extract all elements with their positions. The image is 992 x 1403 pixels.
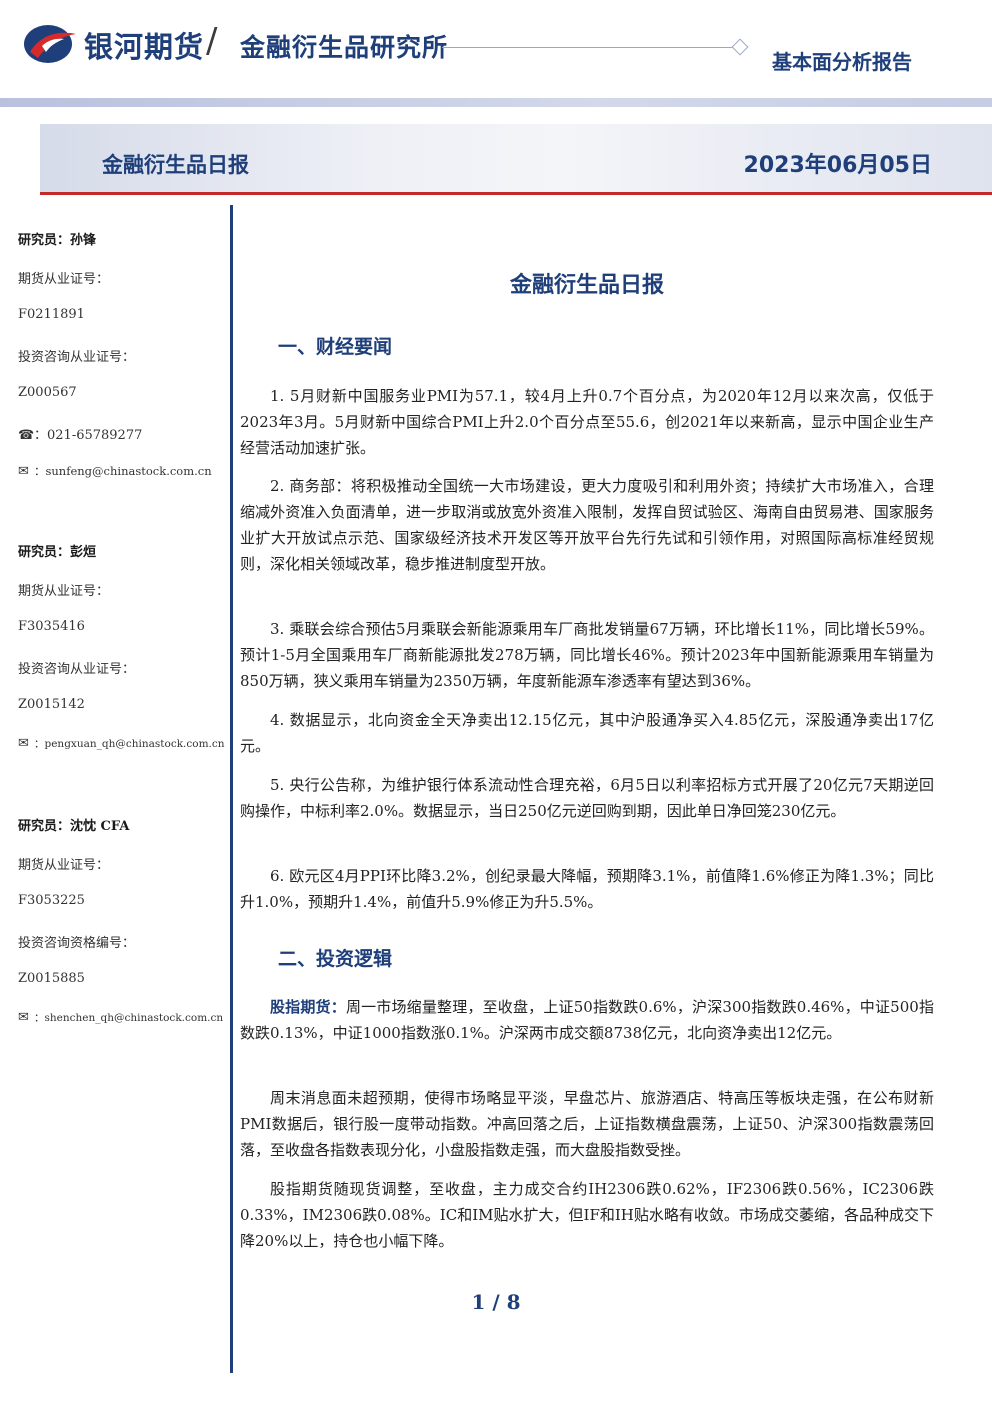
consult-cert-label: 投资咨询从业证号： xyxy=(18,350,136,365)
email-address[interactable]: ：pengxuan_qh@chinastock.com.cn xyxy=(34,738,225,750)
phone-row: ☎：021-65789277 xyxy=(18,424,142,443)
news-item: 2. 商务部：将积极推动全国统一大市场建设，更大力度吸引和利用外资；持续扩大市场… xyxy=(240,477,934,573)
brand-name: 银河期货 xyxy=(84,30,205,64)
logic-paragraph: 股指期货：周一市场缩量整理，至收盘，上证50指数跌0.6%，沪深300指数跌0.… xyxy=(240,994,934,1046)
news-item: 3. 乘联会综合预估5月乘联会新能源乘用车厂商批发销量67万辆，环比增长11%，… xyxy=(240,620,934,690)
column-divider xyxy=(230,205,233,1373)
title-banner: 金融衍生品日报 2023年06月05日 xyxy=(40,124,992,195)
news-item: 4. 数据显示，北向资金全天净卖出12.15亿元，其中沪股通净买入4.85亿元，… xyxy=(240,711,934,755)
futures-cert-label: 期货从业证号： xyxy=(18,272,110,287)
news-item: 6. 欧元区4月PPI环比降3.2%，创纪录最大降幅，预期降3.1%，前值降1.… xyxy=(240,867,934,911)
futures-cert-number: F3053225 xyxy=(18,893,85,908)
consult-cert-number: Z0015142 xyxy=(18,697,85,712)
news-item: 1. 5月财新中国服务业PMI为57.1，较4月上升0.7个百分点，为2020年… xyxy=(240,387,934,457)
consult-cert-label: 投资咨询资格编号： xyxy=(18,936,136,951)
envelope-icon: ✉ xyxy=(18,736,29,751)
galaxy-logo-icon xyxy=(24,25,76,63)
email-row: ✉ ：pengxuan_qh@chinastock.com.cn xyxy=(18,736,225,751)
logic-paragraph: 股指期货随现货调整，至收盘，主力成交合约IH2306跌0.62%，IF2306跌… xyxy=(240,1180,934,1250)
report-date: 2023年06月05日 xyxy=(743,153,932,178)
stock-index-futures-label: 股指期货： xyxy=(270,998,346,1016)
analyst-name: 研究员：孙锋 xyxy=(18,233,97,248)
email-row: ✉ ：sunfeng@chinastock.com.cn xyxy=(18,463,212,479)
email-row: ✉ ：shenchen_qh@chinastock.com.cn xyxy=(18,1010,223,1025)
report-header: 银河期货 / 金融衍生品研究所 基本面分析报告 xyxy=(0,0,992,110)
page-number: 1 / 8 xyxy=(471,1290,521,1314)
analyst-name: 研究员：彭烜 xyxy=(18,545,97,560)
futures-cert-label: 期货从业证号： xyxy=(18,584,110,599)
report-type: 基本面分析报告 xyxy=(772,50,912,74)
header-band xyxy=(0,98,992,107)
email-address[interactable]: ：sunfeng@chinastock.com.cn xyxy=(34,464,212,478)
institute-name: 金融衍生品研究所 xyxy=(240,33,449,62)
news-item: 5. 央行公告称，为维护银行体系流动性合理充裕，6月5日以利率招标方式开展了20… xyxy=(240,776,934,820)
section-heading-logic: 二、投资逻辑 xyxy=(278,948,393,970)
logic-paragraph: 周末消息面未超预期，使得市场略显平淡，早盘芯片、旅游酒店、特高压等板块走强，在公… xyxy=(240,1089,934,1159)
envelope-icon: ✉ xyxy=(18,1010,29,1025)
main-title: 金融衍生品日报 xyxy=(509,273,664,298)
logic-paragraph-text: 周一市场缩量整理，至收盘，上证50指数跌0.6%，沪深300指数跌0.46%，中… xyxy=(240,998,934,1042)
section-heading-news: 一、财经要闻 xyxy=(278,336,393,358)
phone-icon: ☎ xyxy=(18,428,35,443)
email-address[interactable]: ：shenchen_qh@chinastock.com.cn xyxy=(34,1012,224,1024)
envelope-icon: ✉ xyxy=(18,464,29,479)
brand-separator: / xyxy=(206,21,218,61)
consult-cert-label: 投资咨询从业证号： xyxy=(18,662,136,677)
phone-number: ：021-65789277 xyxy=(34,428,143,443)
analyst-name: 研究员：沈忱 CFA xyxy=(18,819,130,834)
futures-cert-number: F0211891 xyxy=(18,307,85,322)
diamond-icon xyxy=(731,38,749,56)
banner-title: 金融衍生品日报 xyxy=(102,153,249,177)
consult-cert-number: Z0015885 xyxy=(18,971,85,986)
futures-cert-number: F3035416 xyxy=(18,619,85,634)
consult-cert-number: Z000567 xyxy=(18,385,77,400)
futures-cert-label: 期货从业证号： xyxy=(18,858,110,873)
header-rule xyxy=(442,47,734,48)
